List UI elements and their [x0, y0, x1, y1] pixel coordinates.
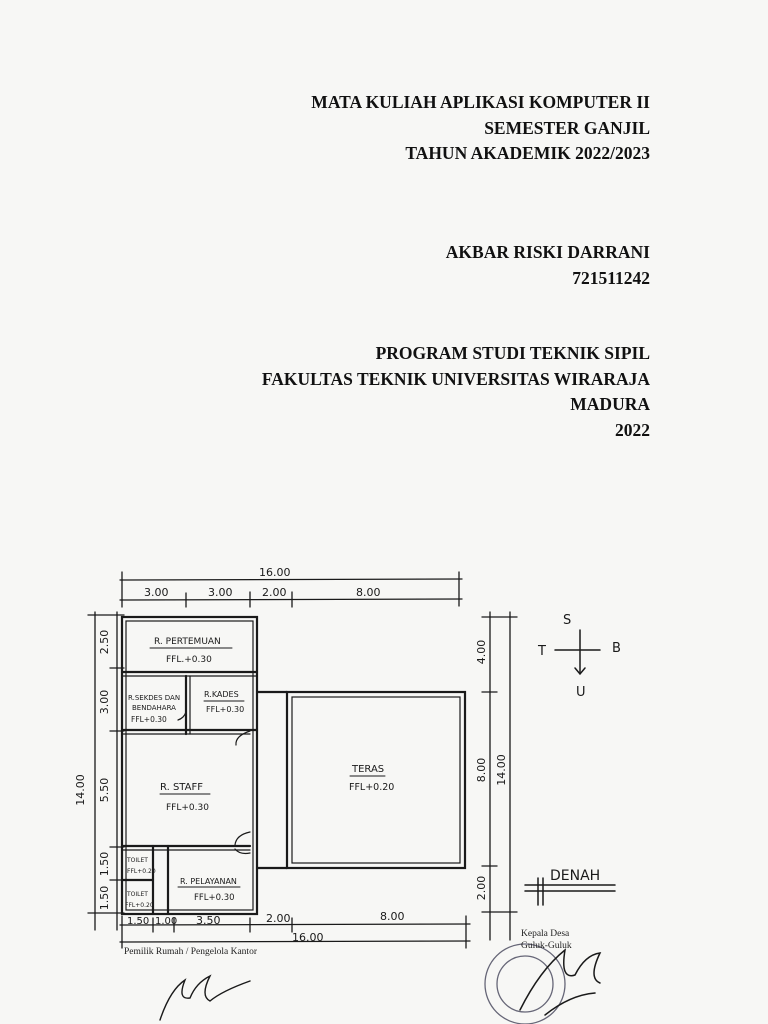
room-label-underlines — [149, 647, 386, 888]
right-dimension-2: 8.00 — [475, 758, 488, 783]
compass-west-label: T — [537, 644, 546, 659]
bottom-dimension-2: 1.00 — [155, 916, 177, 927]
room-kades-name: R.KADES — [204, 690, 239, 699]
bottom-dimension-4: 2.00 — [266, 912, 291, 925]
study-program: PROGRAM STUDI TEKNIK SIPIL — [375, 343, 650, 363]
room-kades-ffl: FFL+0.30 — [206, 705, 244, 714]
compass-cross — [554, 629, 601, 676]
top-dimension-3: 2.00 — [262, 586, 287, 599]
author-name: AKBAR RISKI DARRANI — [445, 242, 650, 262]
room-toilet-1-ffl: FFL+0.20 — [127, 868, 156, 875]
left-dimension-2: 3.00 — [98, 690, 111, 715]
left-dimension-1: 2.50 — [98, 630, 111, 655]
room-teras-name: TERAS — [351, 764, 384, 775]
signature-kades — [519, 948, 602, 1016]
left-dimension-3: 5.50 — [98, 778, 111, 803]
left-total-dimension: 14.00 — [74, 774, 87, 806]
right-dimension-lines — [481, 611, 518, 941]
top-total-dimension: 16.00 — [259, 566, 291, 579]
owner-signature-label: Pemilik Rumah / Pengelola Kantor — [124, 947, 257, 957]
floor-plan-drawing: 16.00 3.00 3.00 2.00 8.00 1.50 1.00 3.50… — [74, 566, 621, 1024]
year: 2022 — [615, 419, 650, 440]
room-teras-ffl: FFL+0.20 — [349, 782, 394, 793]
institution-info-block: PROGRAM STUDI TEKNIK SIPIL FAKULTAS TEKN… — [262, 341, 650, 443]
room-staff-ffl: FFL+0.30 — [166, 803, 209, 813]
signature-owner — [159, 974, 251, 1021]
top-dimension-2: 3.00 — [208, 586, 233, 599]
compass-north-label: S — [563, 613, 571, 628]
bottom-dimension-1: 1.50 — [127, 916, 149, 927]
village-name: Guluk-Guluk — [521, 941, 572, 951]
location: MADURA — [570, 394, 650, 414]
top-dimension-4: 8.00 — [356, 586, 381, 599]
left-dimension-lines — [87, 611, 125, 931]
semester: SEMESTER GANJIL — [484, 117, 650, 138]
room-toilet-2-ffl: FFL+0.20 — [125, 902, 154, 909]
official-stamp — [484, 943, 566, 1024]
top-dimension-lines — [119, 571, 463, 608]
right-total-dimension: 14.00 — [495, 754, 508, 786]
right-dimension-1: 4.00 — [475, 640, 488, 665]
room-sekdes-name-1: R.SEKDES DAN — [128, 694, 180, 702]
course-info-block: MATA KULIAH APLIKASI KOMPUTER II SEMESTE… — [311, 90, 650, 167]
left-dimension-5: 1.50 — [98, 886, 111, 911]
room-pertemuan-ffl: FFL.+0.30 — [166, 655, 212, 665]
village-head-title: Kepala Desa — [521, 929, 570, 939]
top-dimension-1: 3.00 — [144, 586, 169, 599]
bottom-total-dimension: 16.00 — [292, 931, 324, 944]
bottom-dimension-lines — [119, 915, 471, 949]
bottom-dimension-3: 3.50 — [196, 914, 221, 927]
bottom-dimension-5: 8.00 — [380, 910, 405, 923]
building-walls — [120, 615, 467, 916]
room-toilet-2-name: TOILET — [126, 891, 148, 898]
right-dimension-3: 2.00 — [475, 876, 488, 901]
compass-east-label: B — [612, 641, 621, 656]
faculty: FAKULTAS TEKNIK UNIVERSITAS WIRARAJA — [261, 368, 650, 389]
student-id: 721511242 — [572, 267, 650, 288]
room-sekdes-ffl: FFL+0.30 — [131, 715, 167, 724]
room-toilet-1-name: TOILET — [126, 857, 148, 864]
room-pelayanan-ffl: FFL+0.30 — [194, 893, 235, 903]
course-name: MATA KULIAH APLIKASI KOMPUTER II — [311, 92, 650, 112]
author-info-block: AKBAR RISKI DARRANI 721511242 — [446, 240, 650, 291]
plan-title: DENAH — [550, 868, 600, 884]
compass-south-label: U — [576, 685, 586, 700]
room-staff-name: R. STAFF — [160, 782, 203, 793]
plan-title-marks — [524, 877, 616, 906]
academic-year: TAHUN AKADEMIK 2022/2023 — [405, 143, 650, 163]
room-pertemuan-name: R. PERTEMUAN — [154, 637, 221, 647]
room-pelayanan-name: R. PELAYANAN — [180, 877, 237, 886]
room-sekdes-name-2: BENDAHARA — [132, 704, 176, 712]
left-dimension-4: 1.50 — [98, 852, 111, 877]
